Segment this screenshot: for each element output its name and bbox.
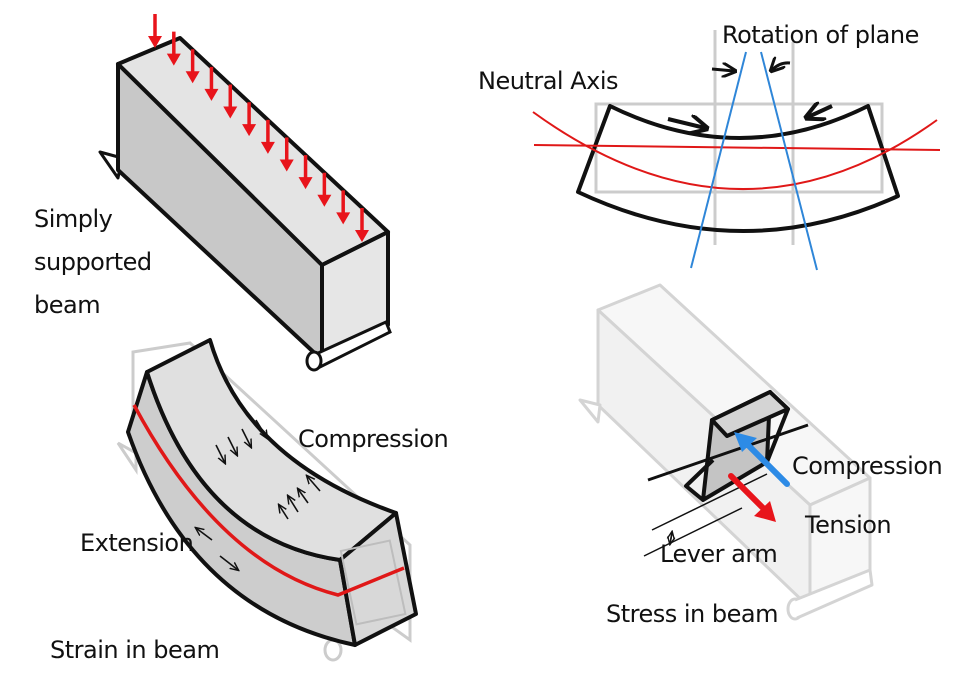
strain-beam [116, 338, 418, 662]
load-arrow [279, 137, 294, 172]
load-arrow [298, 155, 313, 190]
load-arrow [355, 208, 369, 242]
distributed-load-arrows [148, 14, 369, 242]
neutral-axis-label: Neutral Axis [478, 67, 619, 95]
neutral-axis-diagram [532, 30, 941, 271]
stress-section-prism [684, 390, 790, 502]
ghost-beam-stress [578, 283, 874, 621]
lever-arm-label: Lever arm [660, 540, 778, 568]
neutral-axis-line [533, 144, 941, 151]
simply-supported-beam [98, 14, 392, 372]
rotation-arrow-right [772, 63, 791, 70]
load-arrow [317, 172, 332, 207]
strain-compression-arrows [215, 419, 267, 463]
rotated-plane-line-right [760, 51, 818, 271]
load-arrow [223, 84, 238, 119]
stress-compression-label: Compression [792, 452, 943, 480]
load-arrow [336, 190, 351, 225]
stress-neutral-axis-line [647, 423, 809, 482]
tension-force-arrow [728, 473, 776, 522]
strain-in-beam-caption: Strain in beam [50, 636, 220, 664]
lever-arm-lines [643, 473, 768, 557]
load-arrow [148, 14, 162, 48]
rotated-plane-line-left [690, 51, 747, 269]
extension-label: Extension [80, 529, 194, 557]
roller-support [305, 319, 392, 372]
strain-neutral-axis [132, 404, 405, 597]
load-arrow [260, 119, 275, 154]
rotation-of-plane-label: Rotation of plane [722, 21, 919, 49]
load-arrow [166, 31, 181, 66]
stress-beam [578, 283, 874, 621]
compression-arrow-left [667, 119, 705, 128]
load-arrow [242, 102, 257, 137]
compression-force-arrow [734, 432, 790, 487]
tension-label: Tension [805, 511, 892, 539]
strain-tension-top-arrows [279, 476, 321, 520]
simply-supported-beam-label: Simply supported beam [34, 205, 152, 319]
load-arrow [185, 49, 200, 84]
neutral-axis-curve [532, 111, 938, 190]
stress-in-beam-caption: Stress in beam [606, 600, 778, 628]
extension-arrows [196, 528, 238, 570]
rotation-arrow-left [711, 69, 734, 71]
strain-compression-label: Compression [298, 425, 449, 453]
load-arrow [204, 66, 219, 101]
compression-arrow-right [808, 106, 833, 117]
